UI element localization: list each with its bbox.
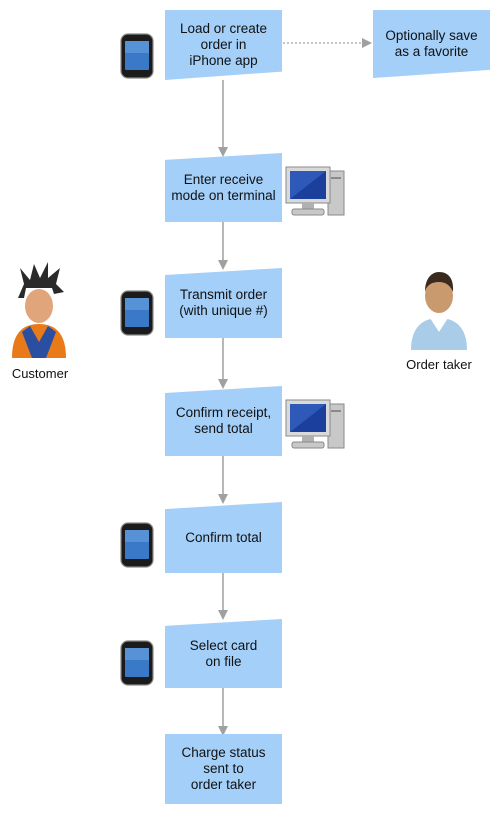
step-charge-status: Charge status sent to order taker [165, 734, 282, 804]
step-label: Select card on file [189, 637, 258, 669]
step-label: Charge status sent to order taker [181, 745, 266, 792]
iphone-icon [120, 33, 154, 79]
step-optionally-save-favorite: Optionally save as a favorite [373, 10, 490, 78]
step-select-card: Select card on file [165, 619, 282, 688]
computer-terminal-icon [285, 166, 345, 216]
iphone-icon [120, 290, 154, 336]
step-confirm-receipt: Confirm receipt, send total [165, 386, 282, 456]
iphone-icon [120, 522, 154, 568]
step-label: Confirm total [185, 529, 262, 545]
iphone-icon [120, 640, 154, 686]
step-label: Transmit order (with unique #) [179, 287, 268, 318]
order-taker-label: Order taker [406, 357, 472, 372]
customer-label: Customer [11, 366, 69, 381]
computer-terminal-icon [285, 399, 345, 449]
step-load-create-order: Load or create order in iPhone app [165, 10, 282, 80]
step-confirm-total: Confirm total [165, 502, 282, 573]
customer-avatar-icon [12, 262, 66, 358]
step-enter-receive-mode: Enter receive mode on terminal [165, 153, 282, 222]
step-label: Enter receive mode on terminal [171, 171, 276, 203]
step-label: Optionally save as a favorite [385, 28, 478, 59]
order-taker-avatar-icon [411, 272, 467, 350]
step-label: Load or create order in iPhone app [179, 21, 268, 68]
step-label: Confirm receipt, send total [175, 405, 272, 436]
step-transmit-order: Transmit order (with unique #) [165, 268, 282, 338]
